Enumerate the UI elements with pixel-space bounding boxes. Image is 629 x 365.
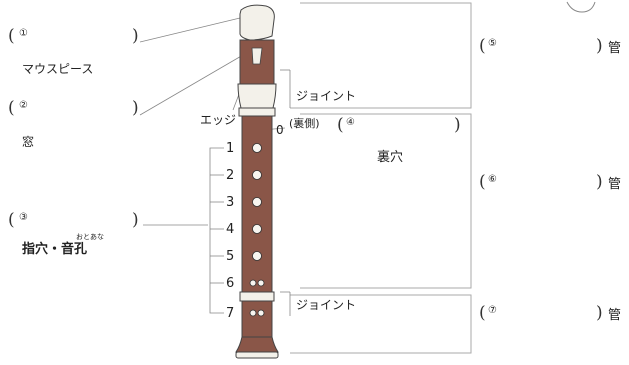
item5-open-paren: ( bbox=[479, 36, 486, 56]
item1-close-paren: ) bbox=[132, 26, 139, 46]
label-window: 窓 bbox=[22, 135, 35, 149]
hole-number-3: 3 bbox=[226, 195, 235, 210]
finger-hole-3 bbox=[252, 197, 262, 207]
finger-hole-7b bbox=[257, 309, 265, 317]
item1-marker: ① bbox=[19, 28, 28, 39]
label-joint-bottom: ジョイント bbox=[296, 298, 357, 312]
finger-hole-1 bbox=[252, 143, 262, 153]
item7-marker: ⑦ bbox=[488, 305, 497, 316]
item1-open-paren: ( bbox=[8, 26, 15, 46]
label-edge: エッジ bbox=[200, 113, 237, 127]
finger-hole-bracket bbox=[209, 147, 224, 314]
finger-hole-4 bbox=[252, 224, 262, 234]
head-joint-bracket bbox=[290, 2, 472, 109]
finger-hole-5 bbox=[252, 251, 262, 261]
item4-marker: ④ bbox=[346, 117, 355, 128]
finger-hole-6b bbox=[257, 279, 265, 287]
item6-marker: ⑥ bbox=[488, 174, 497, 185]
item3-marker: ③ bbox=[19, 212, 28, 223]
leader-line-window bbox=[139, 54, 244, 116]
finger-hole-2 bbox=[252, 170, 262, 180]
label-back-hole: 裏穴 bbox=[377, 150, 404, 165]
item4-close-paren: ) bbox=[454, 115, 461, 135]
hole-number-6: 6 bbox=[226, 276, 235, 291]
item7-close-paren: ) bbox=[596, 303, 603, 323]
window-shape bbox=[251, 47, 263, 65]
hole-number-1: 1 bbox=[226, 141, 235, 156]
hole-number-5: 5 bbox=[226, 249, 235, 264]
label-finger-holes-ruby: おとあな bbox=[76, 233, 104, 241]
item6-suffix: 管 bbox=[608, 177, 622, 192]
item2-marker: ② bbox=[19, 100, 28, 111]
label-back-side: (裏側) bbox=[289, 117, 320, 130]
foot-joint-bracket bbox=[290, 294, 472, 354]
item5-marker: ⑤ bbox=[488, 38, 497, 49]
hole-number-0: 0 bbox=[276, 123, 284, 137]
hole-number-2: 2 bbox=[226, 168, 235, 183]
body-joint-bracket bbox=[300, 113, 472, 289]
label-mouthpiece: マウスピース bbox=[22, 62, 94, 76]
recorder bbox=[235, 4, 279, 359]
item5-close-paren: ) bbox=[596, 36, 603, 56]
item5-suffix: 管 bbox=[608, 41, 622, 56]
item3-open-paren: ( bbox=[8, 210, 15, 230]
label-joint-top: ジョイント bbox=[296, 89, 357, 103]
item6-open-paren: ( bbox=[479, 172, 486, 192]
hole-number-7: 7 bbox=[226, 306, 235, 321]
item4-open-paren: ( bbox=[337, 115, 344, 135]
corner-doodle bbox=[566, 1, 596, 13]
foot-tube bbox=[241, 300, 273, 338]
item7-open-paren: ( bbox=[479, 303, 486, 323]
item6-close-paren: ) bbox=[596, 172, 603, 192]
item2-close-paren: ) bbox=[132, 98, 139, 118]
item2-open-paren: ( bbox=[8, 98, 15, 118]
finger-hole-6a bbox=[249, 279, 257, 287]
finger-hole-7a bbox=[249, 309, 257, 317]
leader-line-mouthpiece bbox=[139, 17, 241, 43]
mouthpiece-shape bbox=[239, 4, 275, 41]
label-finger-holes: 指穴・音孔 bbox=[22, 242, 88, 257]
item3-close-paren: ) bbox=[132, 210, 139, 230]
item7-suffix: 管 bbox=[608, 308, 622, 323]
hole-number-4: 4 bbox=[226, 222, 235, 237]
